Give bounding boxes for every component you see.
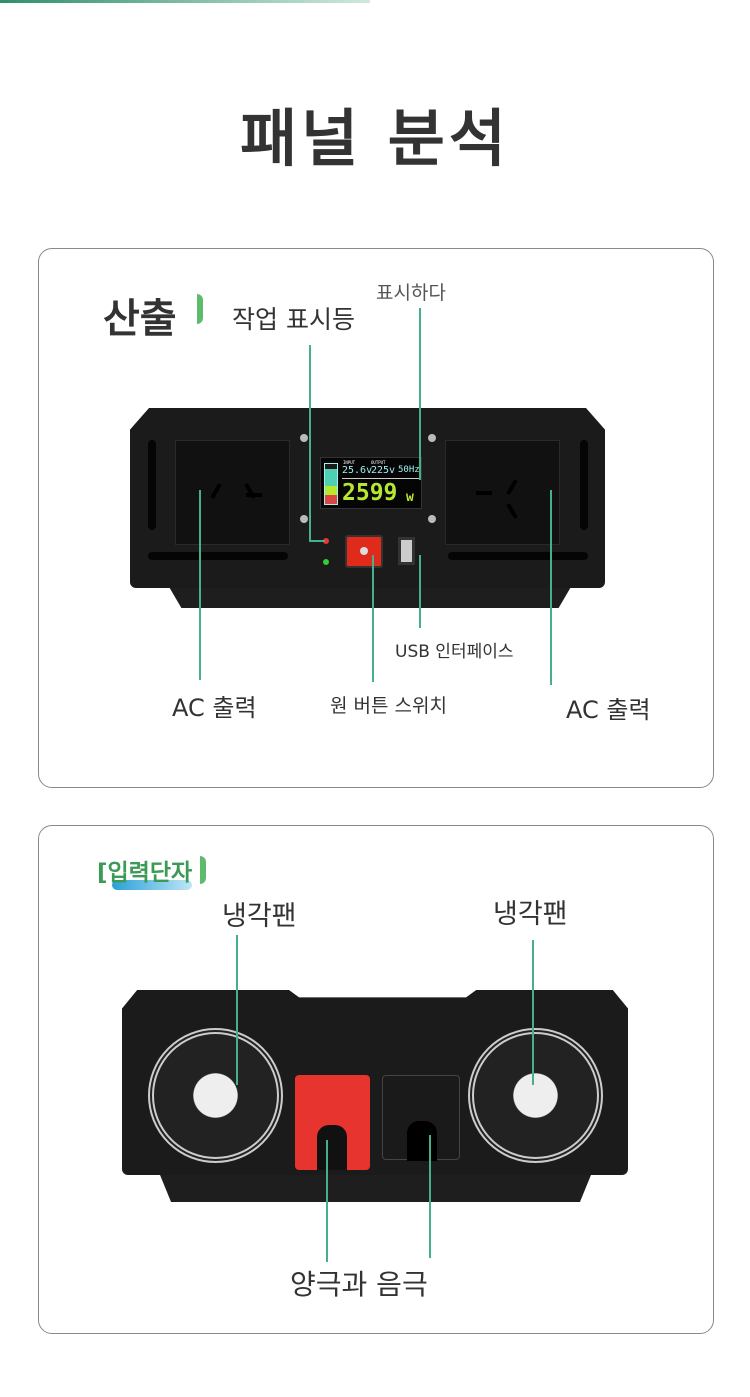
leader-line [429,1135,431,1258]
cooling-fan-right [468,1028,603,1163]
negative-terminal [382,1075,460,1161]
lcd-input-label: INPUT [343,460,356,465]
section-label-input: [입력단자 [97,860,193,886]
vent [148,440,156,530]
leader-line [532,940,534,1085]
vent [148,552,288,560]
leader-line [419,555,421,628]
section-label-output: 산출 [103,296,177,342]
label-indicator: 작업 표시등 [232,305,355,334]
battery-level-icon [324,463,338,505]
label-ac-output-right: AC 출력 [566,696,651,724]
screw [428,515,436,523]
lcd-power-unit: w [406,490,414,505]
leader-line [550,490,552,685]
section-tab-marker [197,294,203,324]
label-fan-left: 냉각팬 [222,901,297,932]
page-title: 패널 분석 [240,102,510,175]
leader-line [309,345,311,540]
label-ac-output-left: AC 출력 [172,694,257,722]
power-switch[interactable] [345,535,383,568]
lcd-output-voltage: 225v [371,465,396,476]
section-tab-marker [200,856,206,884]
leader-line [326,1140,328,1262]
label-fan-right: 냉각팬 [493,899,568,930]
cooling-fan-left [148,1028,283,1163]
vent [580,440,588,530]
label-power-switch: 원 버튼 스위치 [330,695,447,717]
lcd-frequency: 50Hz [398,465,420,475]
ac-socket-right [445,440,560,545]
positive-terminal [295,1075,370,1170]
screw [300,434,308,442]
ac-socket-left [175,440,290,545]
label-terminals: 양극과 음극 [290,1268,428,1301]
lcd-input-voltage: 25.6v [342,465,373,476]
vent [448,552,588,560]
top-accent-line [0,0,370,3]
section-underline [112,880,192,890]
usb-port[interactable] [398,537,415,565]
leader-line [199,490,201,680]
screw [428,434,436,442]
inverter-feet [158,1170,593,1202]
screw [300,515,308,523]
fault-led [323,538,329,544]
lcd-display: INPUT OUTPUT 25.6v 225v 50Hz 2599 w [320,457,422,509]
label-display: 표시하다 [376,282,446,304]
leader-line [372,555,374,682]
leader-line [236,935,238,1085]
label-usb: USB 인터페이스 [395,642,514,662]
leader-line [309,540,325,542]
lcd-output-label: OUTPUT [371,460,386,465]
lcd-power: 2599 [342,480,398,506]
run-led [323,559,329,565]
leader-line [419,308,421,480]
